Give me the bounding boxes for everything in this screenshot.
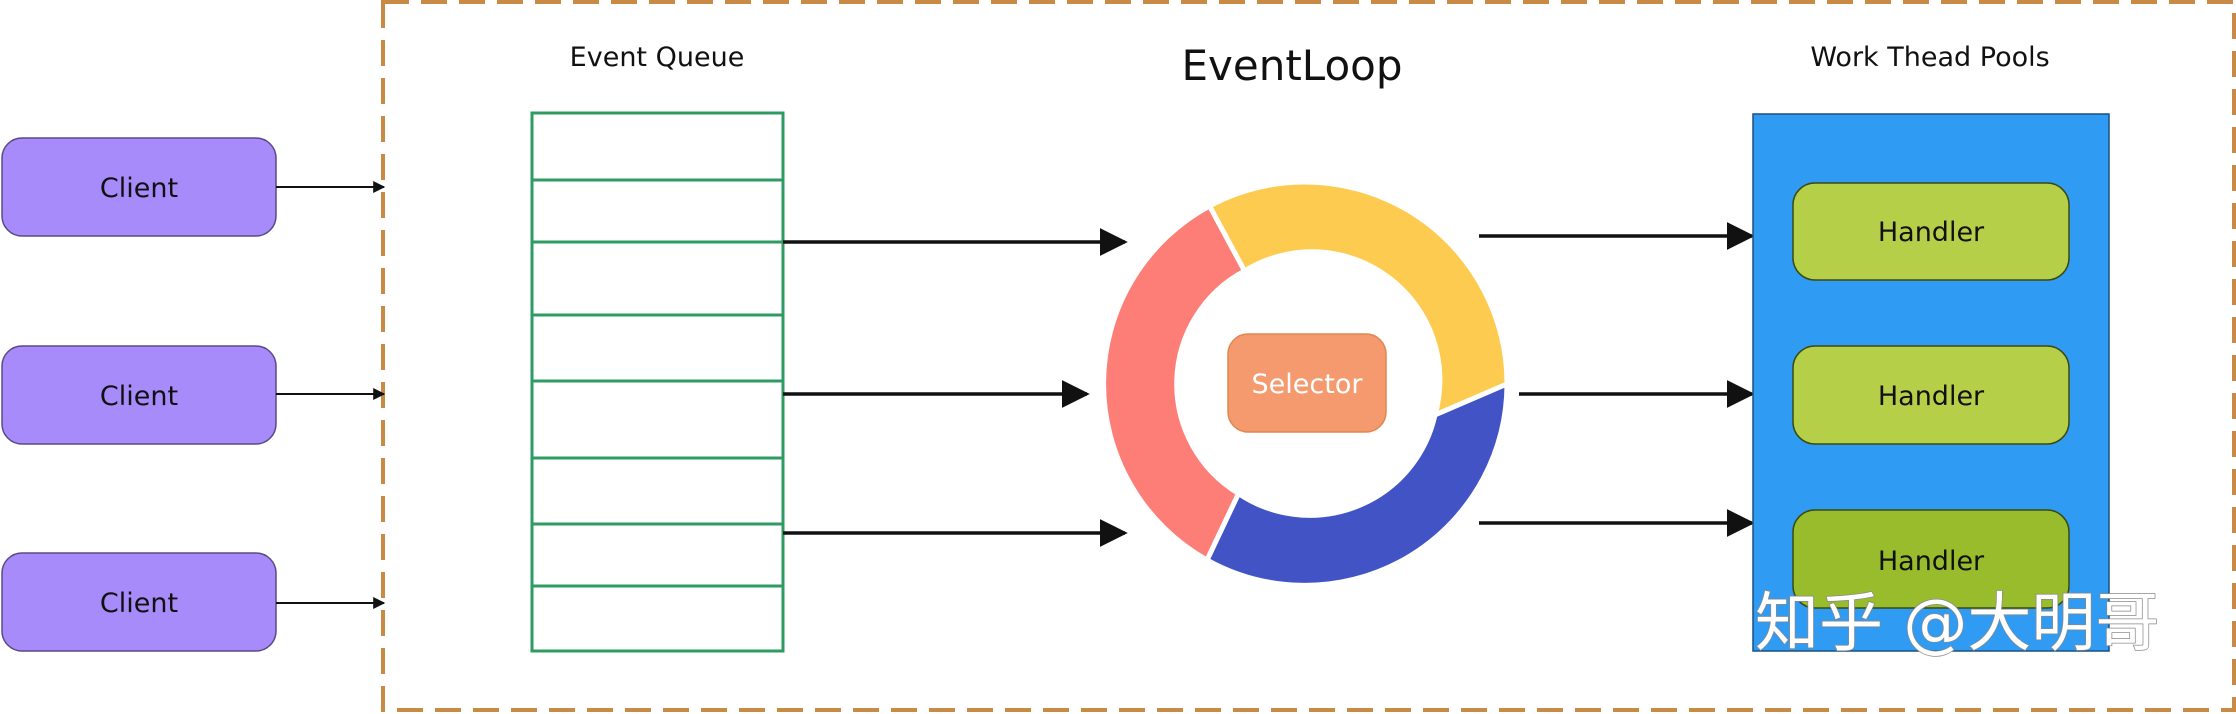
handler-label: Handler (1878, 381, 1985, 412)
server-boundary (381, 0, 2236, 712)
selector-box: Selector (1227, 333, 1387, 433)
handler-2: Handler (1792, 345, 2070, 445)
red-segment (1101, 203, 1247, 563)
watermark: 知乎 @大明哥 (1755, 587, 2159, 661)
eventloop-ring (1101, 179, 1510, 588)
client-label: Client (100, 173, 178, 204)
eventloop-title: EventLoop (1181, 41, 1402, 90)
event-queue-title: Event Queue (570, 42, 745, 73)
client-label: Client (100, 381, 178, 412)
client-label: Client (100, 588, 178, 619)
event-queue (530, 111, 785, 653)
selector-label: Selector (1252, 369, 1364, 400)
client-3: Client (1, 552, 277, 652)
client-2: Client (1, 345, 277, 445)
blue-segment (1204, 381, 1510, 588)
worker-pool-title: Work Thead Pools (1810, 42, 2049, 73)
handler-1: Handler (1792, 182, 2070, 281)
client-1: Client (1, 137, 277, 237)
handler-3: Handler (1792, 509, 2070, 609)
handler-label: Handler (1878, 217, 1985, 248)
handler-label: Handler (1878, 546, 1985, 577)
